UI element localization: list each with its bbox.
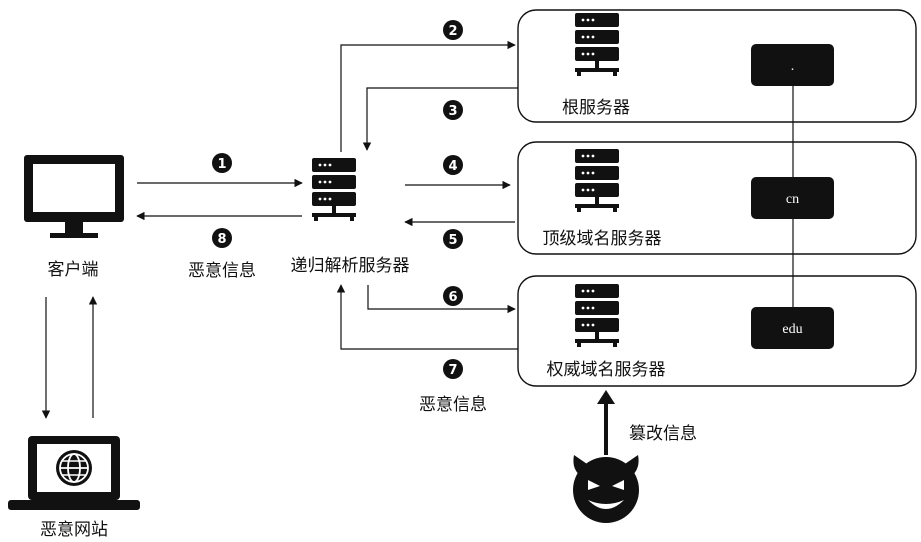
malicious-site-label: 恶意网站 [40, 520, 108, 540]
step-badge-8: 8 [212, 228, 232, 248]
zone-edu-label: edu [782, 322, 802, 337]
svg-text:2: 2 [448, 24, 457, 39]
zone-cn: cn [751, 177, 834, 219]
client-monitor-icon [24, 155, 124, 238]
svg-text:3: 3 [448, 104, 457, 119]
malicious-info-label-8: 恶意信息 [188, 261, 256, 281]
svg-text:6: 6 [448, 290, 457, 305]
step-badge-6: 6 [443, 286, 463, 306]
tld-server-icon [575, 149, 619, 212]
step-badge-7: 7 [443, 359, 463, 379]
root-server-label: 根服务器 [562, 98, 630, 118]
resolver-server-icon [312, 158, 356, 221]
svg-text:8: 8 [217, 232, 226, 247]
svg-text:1: 1 [217, 157, 226, 172]
root-server-box [517, 9, 917, 123]
authoritative-server-label: 权威域名服务器 [547, 360, 666, 380]
attacker-devil-icon [573, 455, 639, 523]
step-badge-5: 5 [443, 229, 463, 249]
svg-text:4: 4 [448, 159, 457, 174]
svg-text:5: 5 [448, 233, 457, 248]
tamper-info-label: 篡改信息 [629, 423, 697, 444]
arrow-tamper-head [597, 390, 615, 404]
tld-server-box [517, 141, 917, 255]
authoritative-server-box [517, 275, 917, 387]
arrow-step-7 [336, 284, 518, 350]
svg-text:7: 7 [448, 363, 457, 378]
zone-root-label: . [791, 59, 795, 74]
authoritative-server-icon [575, 284, 619, 347]
step-badge-2: 2 [443, 20, 463, 40]
resolver-label: 递归解析服务器 [291, 256, 410, 276]
zone-cn-label: cn [786, 192, 799, 207]
tld-server-label: 顶级域名服务器 [543, 229, 662, 249]
arrow-step-6 [367, 285, 516, 314]
step-badge-1: 1 [212, 153, 232, 173]
malicious-site-laptop-icon [8, 436, 140, 510]
malicious-info-label-7: 恶意信息 [419, 395, 487, 415]
zone-edu: edu [751, 307, 834, 349]
zone-root: . [751, 44, 834, 86]
arrow-step-3 [362, 87, 518, 151]
client-label: 客户端 [48, 260, 99, 280]
step-badge-3: 3 [443, 100, 463, 120]
root-server-icon [575, 13, 619, 76]
step-badge-4: 4 [443, 155, 463, 175]
arrow-step-2 [340, 40, 516, 152]
